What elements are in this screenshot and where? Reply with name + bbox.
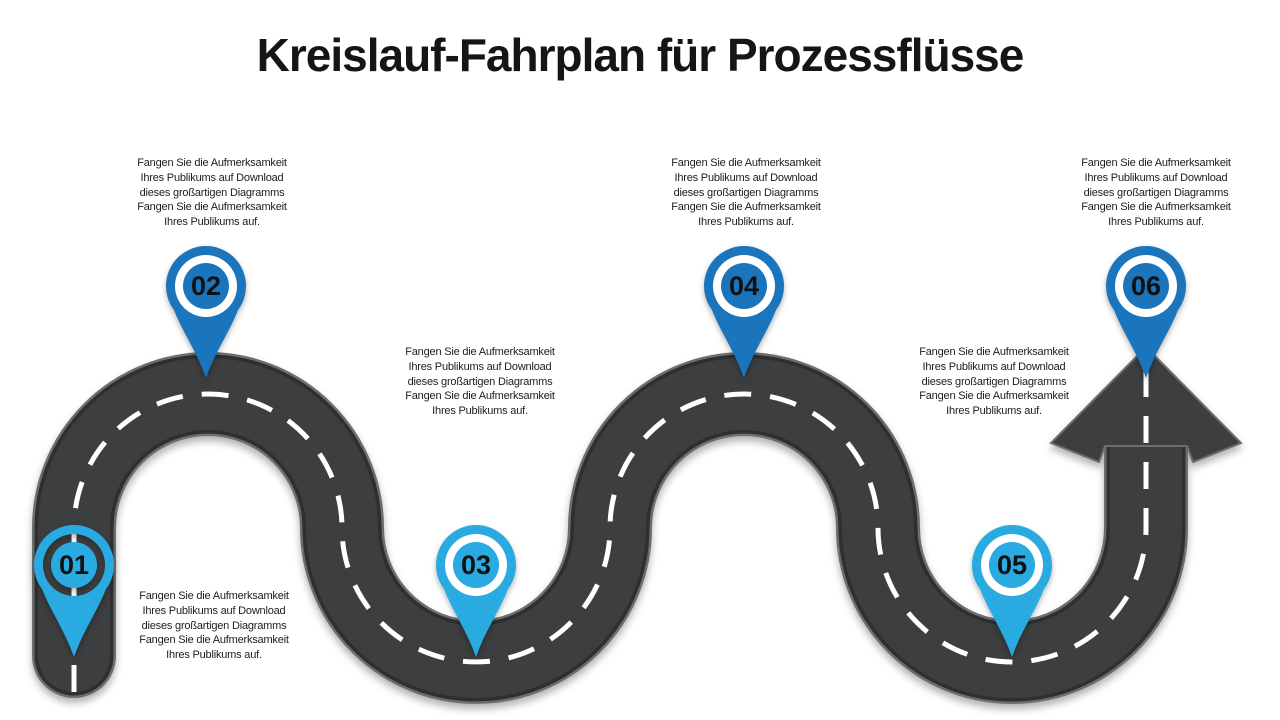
pin-04[interactable]: 04 (703, 245, 785, 378)
step-01-description: Fangen Sie die Aufmerksamkeit Ihres Publ… (139, 590, 289, 662)
pin-06[interactable]: 06 (1106, 246, 1187, 378)
step-02-description: Fangen Sie die Aufmerksamkeit Ihres Publ… (137, 157, 287, 229)
road-center-dashes (71, 368, 1149, 692)
pin-02-inner-circle (183, 263, 229, 309)
pin-06-inner-circle (1123, 263, 1169, 309)
pin-03-inner-circle (453, 542, 499, 588)
pin-01-inner-circle (51, 542, 97, 588)
pin-04-inner-circle (721, 263, 767, 309)
pin-03-number: 03 (461, 550, 491, 580)
pin-01-body (34, 525, 115, 657)
pin-05[interactable]: 05 (972, 525, 1052, 657)
pin-05-inner-circle (989, 542, 1035, 588)
pin-05-number: 05 (997, 550, 1027, 580)
winding-road (31, 345, 1243, 704)
pin-01-number: 01 (59, 550, 89, 580)
step-04-description: Fangen Sie die Aufmerksamkeit Ihres Publ… (671, 157, 821, 229)
step-05-description: Fangen Sie die Aufmerksamkeit Ihres Publ… (919, 346, 1069, 418)
pin-02[interactable]: 02 (166, 246, 246, 378)
pin-03[interactable]: 03 (436, 525, 516, 657)
step-06-description: Fangen Sie die Aufmerksamkeit Ihres Publ… (1081, 157, 1231, 229)
arrowhead-icon (1049, 345, 1243, 464)
pin-01[interactable]: 01 (34, 525, 115, 657)
pin-02-number: 02 (191, 271, 221, 301)
page-title: Kreislauf-Fahrplan für Prozessflüsse (256, 29, 1025, 81)
step-03-description: Fangen Sie die Aufmerksamkeit Ihres Publ… (405, 346, 555, 418)
pin-06-number: 06 (1131, 271, 1161, 301)
pin-04-number: 04 (729, 271, 759, 301)
